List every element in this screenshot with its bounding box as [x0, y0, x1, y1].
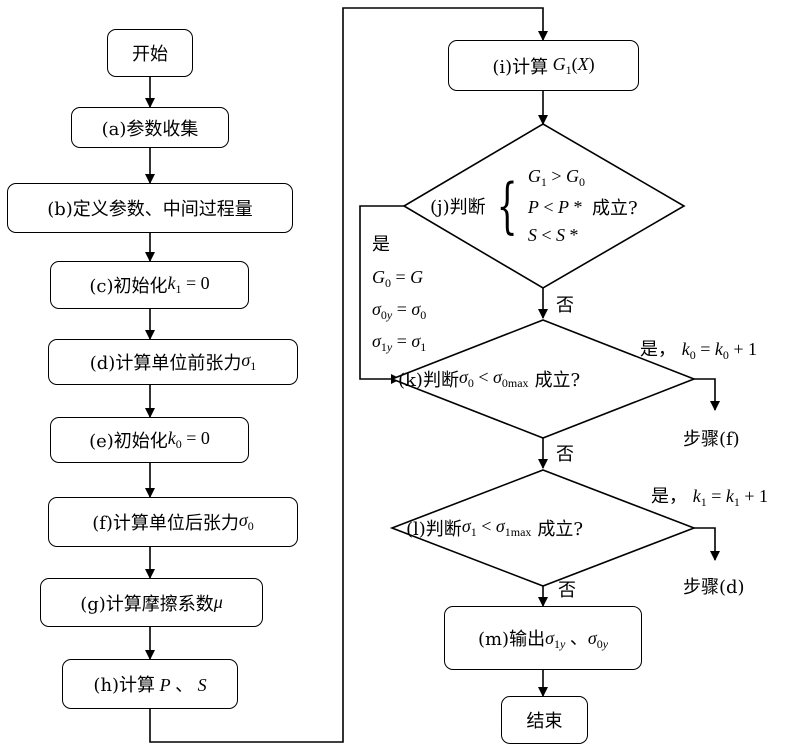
decision-l-suffix: 成立?	[537, 515, 583, 541]
condition-s: S < S *	[528, 225, 585, 246]
step-e-label: (e)初始化	[89, 427, 168, 453]
step-h-box: (h)计算 P 、 S	[62, 659, 238, 709]
assign-sigma1y: σ1y = σ1	[372, 328, 426, 360]
decision-j: (j)判断 { G1 > G0 P < P * S < S * 成立?	[430, 150, 585, 262]
condition-g: G1 > G0	[528, 166, 585, 190]
step-h-vars: P 、 S	[155, 671, 207, 697]
l-yes-text: 是，	[651, 486, 687, 507]
edge-j-no-label: 否	[556, 297, 574, 315]
brace-symbol: {	[496, 176, 517, 236]
l-yes-target: 步骤(d)	[683, 579, 745, 597]
step-c-equation: k1 = 0	[167, 273, 209, 297]
step-m-label: (m)输出	[478, 625, 545, 651]
step-g-box: (g)计算摩擦系数 μ	[40, 578, 263, 627]
step-g-symbol: μ	[214, 592, 223, 613]
edge-l-yes-label: 是， k1 = k1 + 1	[651, 487, 768, 508]
decision-k-label: (k)判断	[398, 366, 459, 392]
step-f-box: (f)计算单位后张力 σ0	[48, 497, 298, 547]
edge-k-no-label: 否	[556, 446, 574, 464]
decision-l-condition: σ1 < σ1max	[462, 516, 532, 540]
step-d-label: (d)计算单位前张力	[90, 349, 242, 375]
decision-l-label: (l)判断	[406, 515, 462, 541]
step-f-symbol: σ0	[239, 510, 254, 534]
step-b-box: (b)定义参数、中间过程量	[7, 183, 293, 233]
end-label: 结束	[527, 707, 563, 733]
decision-l: (l)判断 σ1 < σ1max 成立?	[406, 515, 583, 541]
step-e-box: (e)初始化 k0 = 0	[50, 417, 249, 463]
edge-l-no-label: 否	[558, 582, 576, 600]
decision-j-conditions: G1 > G0 P < P * S < S *	[528, 166, 585, 246]
j-yes-assignments: G0 = G σ0y = σ0 σ1y = σ1	[372, 264, 426, 360]
decision-j-suffix: 成立?	[592, 194, 638, 220]
end-node: 结束	[501, 696, 588, 744]
step-a-box: (a)参数收集	[71, 107, 229, 148]
step-i-label: (i)计算	[492, 53, 548, 79]
decision-k-condition: σ0 < σ0max	[459, 367, 529, 391]
step-a-label: (a)参数收集	[102, 115, 199, 141]
start-node: 开始	[107, 29, 193, 77]
step-g-label: (g)计算摩擦系数	[80, 590, 214, 616]
step-m-box: (m)输出 σ1y 、σ0y	[444, 606, 642, 670]
edge-k-yes	[694, 379, 715, 410]
assign-sigma0y: σ0y = σ0	[372, 296, 426, 328]
start-label: 开始	[132, 40, 168, 66]
step-i-expression: G1(X)	[548, 54, 595, 78]
k-yes-text: 是，	[640, 339, 676, 360]
decision-k: (k)判断 σ0 < σ0max 成立?	[398, 366, 580, 392]
assign-g0: G0 = G	[372, 264, 426, 296]
edge-l-yes	[694, 528, 715, 560]
step-h-label: (h)计算	[93, 671, 155, 697]
step-i-box: (i)计算 G1(X)	[448, 40, 639, 91]
step-m-vars: σ1y 、σ0y	[545, 624, 608, 652]
condition-p: P < P *	[528, 197, 585, 218]
decision-k-suffix: 成立?	[535, 366, 581, 392]
decision-j-label: (j)判断	[430, 193, 486, 219]
k-yes-target: 步骤(f)	[683, 431, 740, 449]
k-yes-equation: k0 = k0 + 1	[682, 339, 757, 359]
l-yes-equation: k1 = k1 + 1	[693, 486, 768, 506]
edge-j-yes-label: 是	[372, 236, 390, 254]
step-c-box: (c)初始化 k1 = 0	[50, 261, 249, 309]
step-e-equation: k0 = 0	[168, 428, 210, 452]
step-d-symbol: σ1	[241, 350, 256, 374]
step-f-label: (f)计算单位后张力	[92, 509, 239, 535]
step-c-label: (c)初始化	[89, 272, 167, 298]
step-b-label: (b)定义参数、中间过程量	[47, 195, 253, 221]
edge-k-yes-label: 是， k0 = k0 + 1	[640, 340, 757, 361]
step-d-box: (d)计算单位前张力 σ1	[48, 339, 298, 385]
